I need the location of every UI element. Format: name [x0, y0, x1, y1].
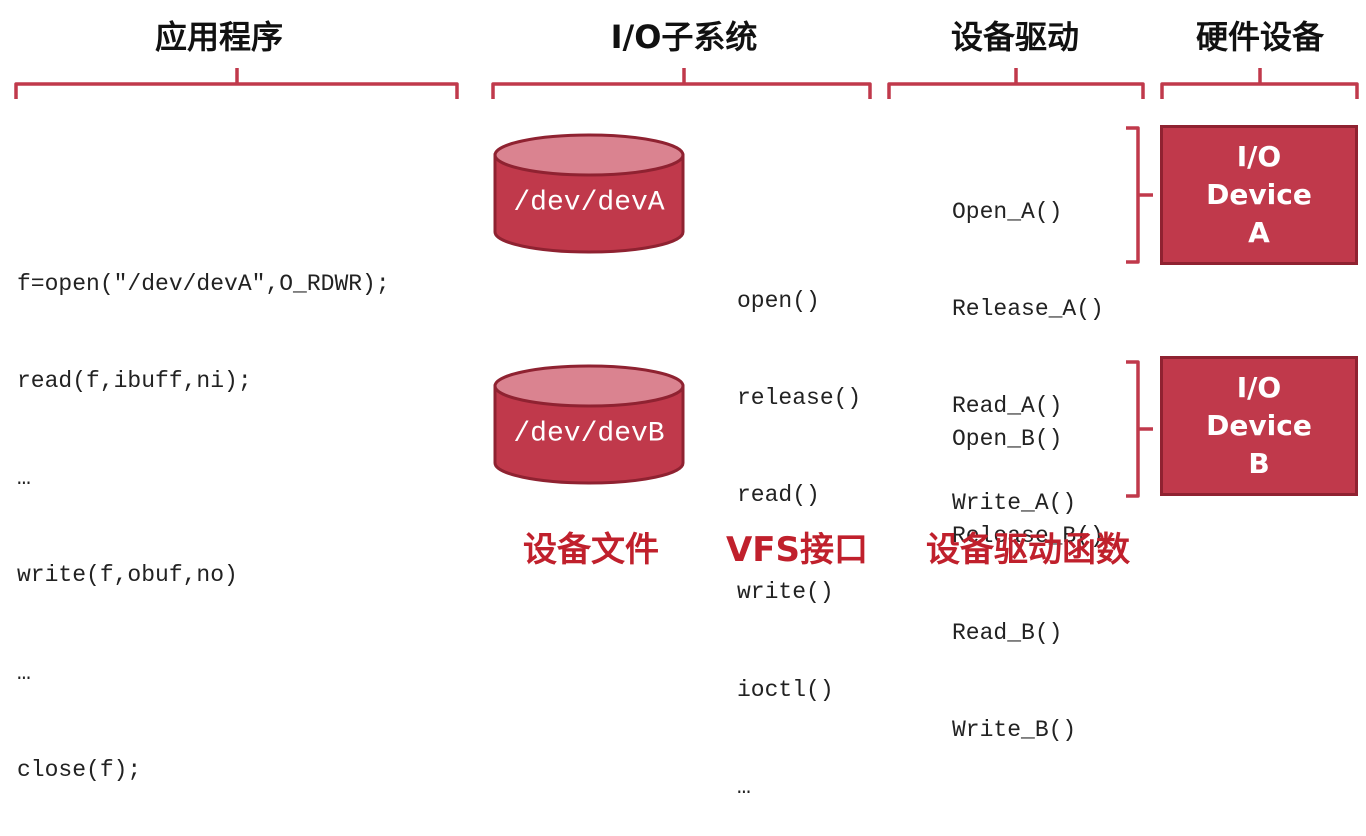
device-file-a-label: /dev/devA [513, 187, 665, 219]
header-hardware: 硬件设备 [1195, 18, 1325, 56]
driver-function: Write_B() [952, 717, 1077, 744]
header-app: 应用程序 [154, 18, 284, 56]
code-line: write(f,obuf,no) [17, 562, 238, 589]
device-b-line3: B [1248, 447, 1270, 480]
code-line: f=open("/dev/devA",O_RDWR); [17, 270, 390, 297]
device-a-line3: A [1248, 216, 1270, 249]
brace-driver [887, 68, 1145, 99]
header-io-subsystem: I/O子系统 [610, 18, 758, 56]
io-device-b-box: I/O Device B [1160, 356, 1358, 496]
vfs-function: read() [737, 482, 820, 509]
vfs-function: … [737, 773, 751, 800]
driver-function: Open_A() [952, 198, 1063, 225]
brace-io-subsystem [491, 68, 872, 99]
code-line: … [17, 465, 31, 492]
diagram-shapes [14, 68, 1359, 498]
driver-function: Read_B() [952, 620, 1063, 647]
driver-function: Read_A() [952, 393, 1063, 420]
driver-function: Release_B() [952, 523, 1104, 550]
device-a-line1: I/O [1236, 140, 1282, 173]
code-line: read(f,ibuff,ni); [17, 368, 252, 395]
header-driver: 设备驱动 [950, 18, 1080, 56]
device-b-line2: Device [1206, 409, 1312, 442]
vfs-function: release() [737, 385, 862, 412]
brace-driver-b [1126, 360, 1153, 498]
code-line: … [17, 659, 31, 686]
io-device-a-box: I/O Device A [1160, 125, 1358, 265]
vfs-function: ioctl() [737, 676, 834, 703]
brace-app [14, 68, 459, 99]
vfs-function: write() [737, 579, 834, 606]
cylinder-dev-b [493, 364, 685, 485]
cylinder-dev-a [493, 133, 685, 254]
driver-function: Open_B() [952, 425, 1063, 452]
driver-a-function-list: Open_A() Release_A() Read_A() Write_A() [952, 131, 1104, 552]
device-a-line2: Device [1206, 178, 1312, 211]
label-vfs-interface: VFS接口 [725, 530, 869, 570]
driver-function: Write_A() [952, 490, 1077, 517]
code-line: close(f); [17, 756, 142, 783]
vfs-function: open() [737, 287, 820, 314]
device-file-b-label: /dev/devB [513, 418, 665, 450]
label-driver-functions: 设备驱动函数 [926, 530, 1130, 570]
app-code-block: f=open("/dev/devA",O_RDWR); read(f,ibuff… [17, 203, 390, 819]
brace-hardware [1160, 68, 1359, 99]
brace-driver-a [1126, 126, 1153, 264]
device-b-line1: I/O [1236, 371, 1282, 404]
driver-function: Release_A() [952, 296, 1104, 323]
label-device-file: 设备文件 [523, 530, 659, 570]
